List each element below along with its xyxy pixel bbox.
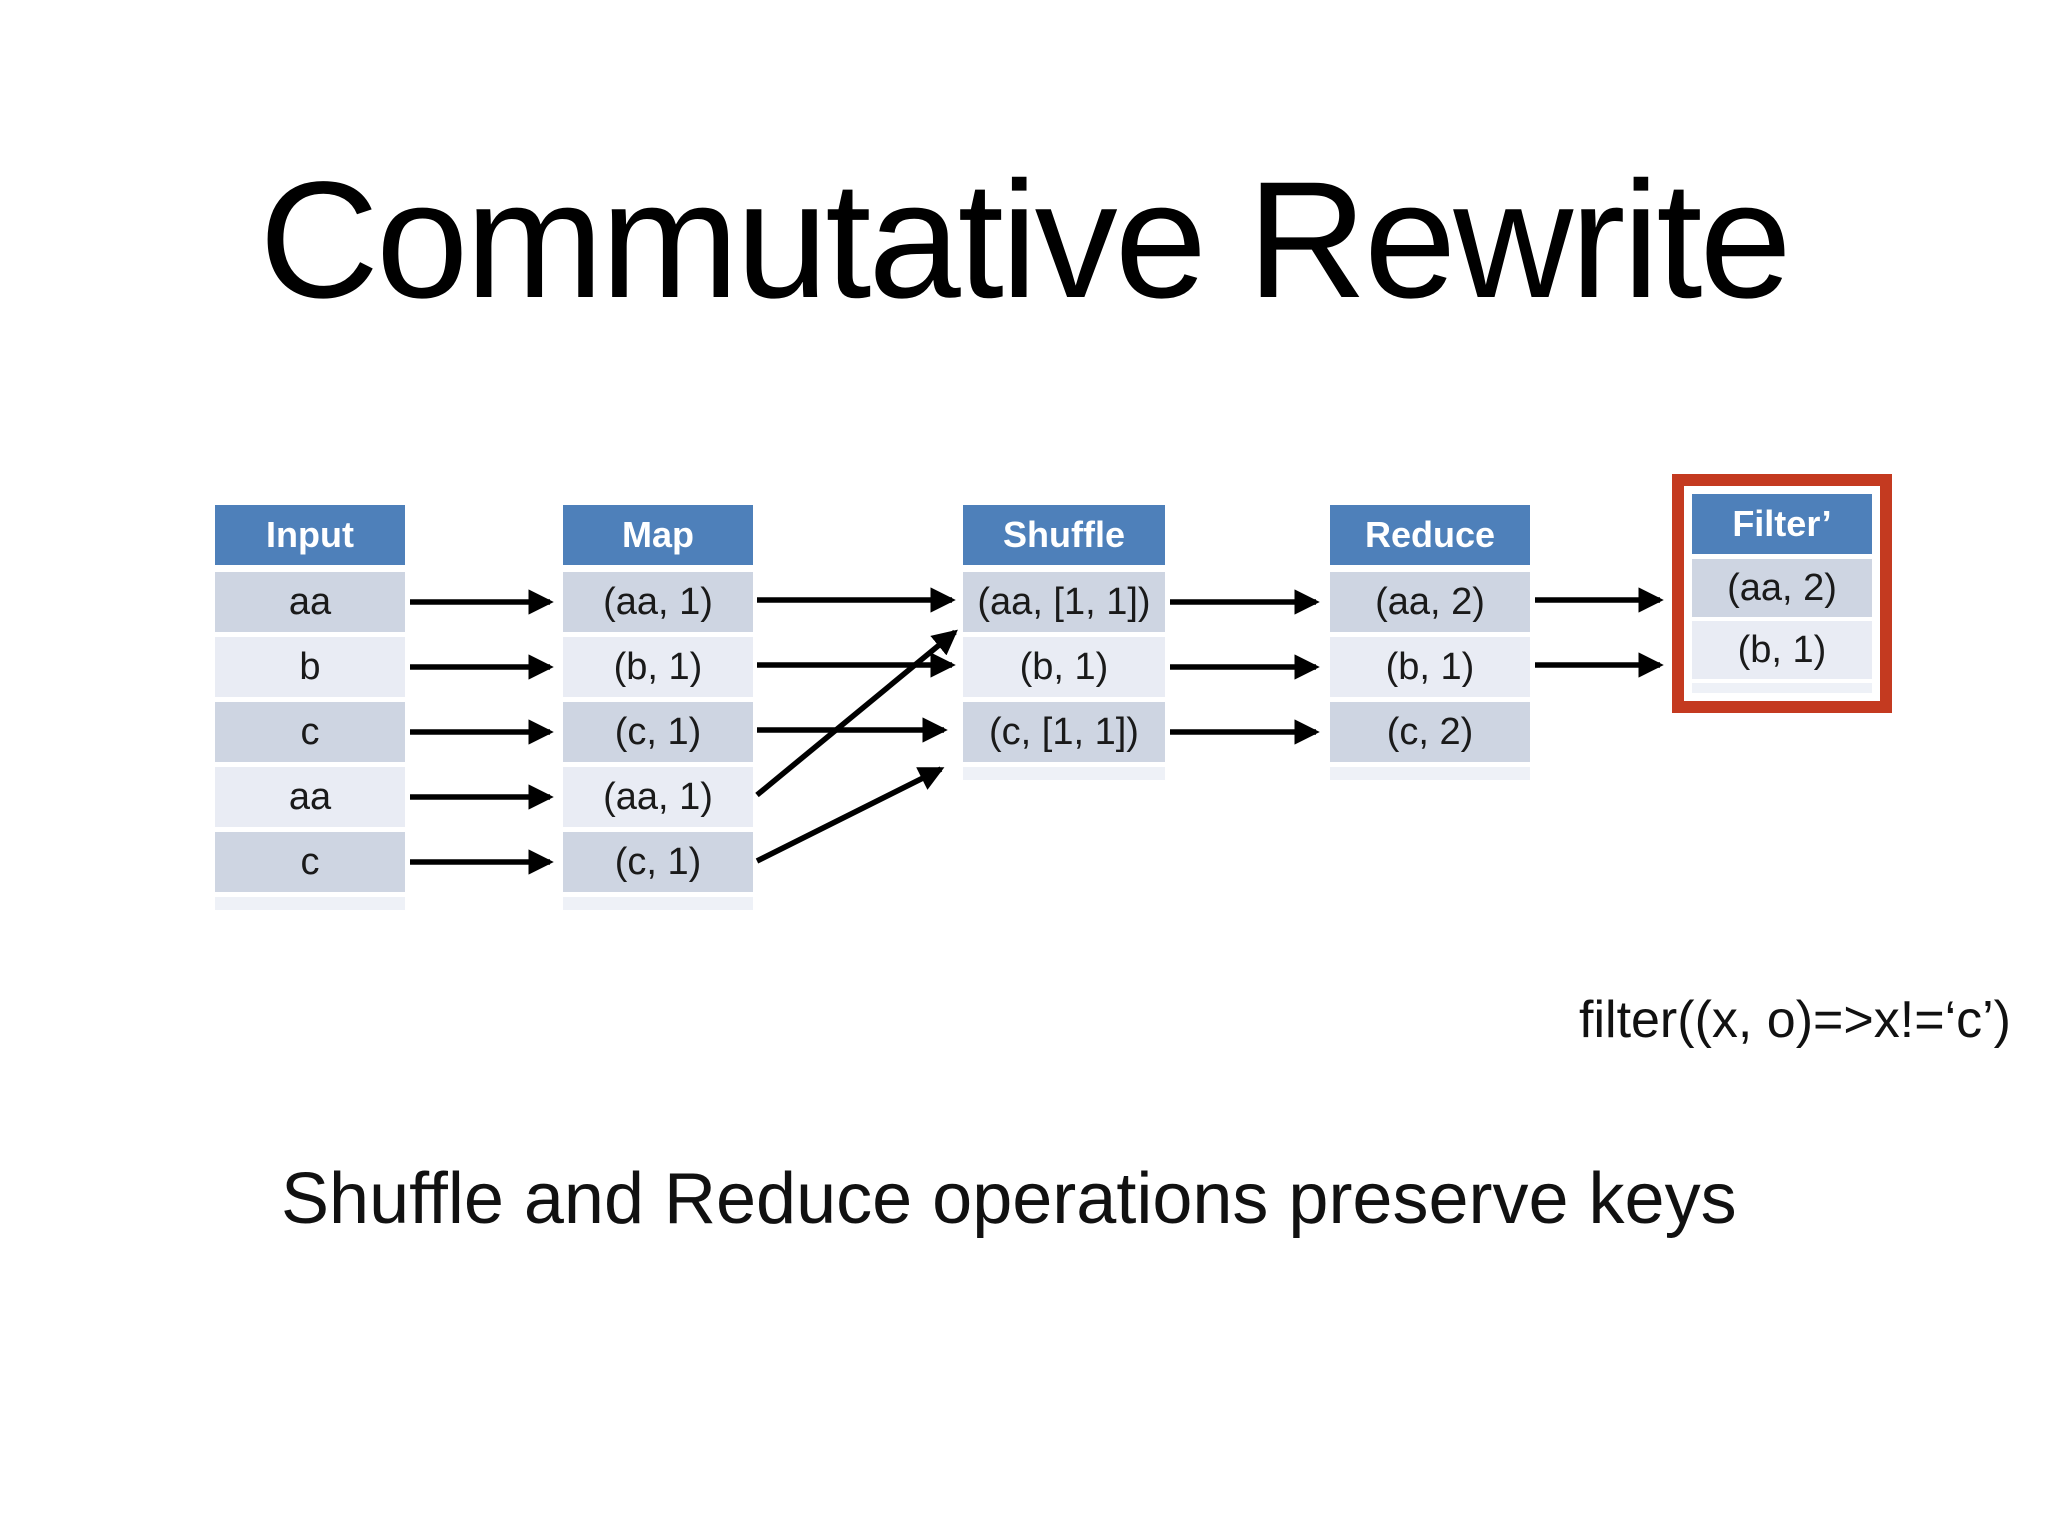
table-footer-strip	[1330, 767, 1530, 780]
table-footer-strip	[563, 897, 753, 910]
flow-arrow	[755, 766, 945, 864]
slide-caption: Shuffle and Reduce operations preserve k…	[281, 1159, 1737, 1239]
reduce-table: Reduce (aa, 2)(b, 1)(c, 2)	[1330, 505, 1530, 780]
table-row: (b, 1)	[1692, 621, 1872, 679]
map-table-body: (aa, 1)(b, 1)(c, 1)(aa, 1)(c, 1)	[563, 572, 753, 892]
input-table-header: Input	[215, 505, 405, 565]
table-footer-strip	[963, 767, 1165, 780]
table-row: c	[215, 702, 405, 762]
table-row: (b, 1)	[963, 637, 1165, 697]
table-row: (b, 1)	[563, 637, 753, 697]
table-row: aa	[215, 767, 405, 827]
table-row: (c, 1)	[563, 832, 753, 892]
table-row: c	[215, 832, 405, 892]
reduce-table-body: (aa, 2)(b, 1)(c, 2)	[1330, 572, 1530, 762]
filter-table: Filter’ (aa, 2)(b, 1)	[1692, 494, 1872, 693]
shuffle-table: Shuffle (aa, [1, 1])(b, 1)(c, [1, 1])	[963, 505, 1165, 780]
shuffle-table-body: (aa, [1, 1])(b, 1)(c, [1, 1])	[963, 572, 1165, 762]
table-row: (aa, 2)	[1692, 559, 1872, 617]
table-row: aa	[215, 572, 405, 632]
table-row: (aa, [1, 1])	[963, 572, 1165, 632]
table-footer-strip	[215, 897, 405, 910]
slide-title: Commutative Rewrite	[259, 148, 1792, 333]
table-row: (c, [1, 1])	[963, 702, 1165, 762]
flow-arrow	[755, 629, 958, 798]
table-row: (aa, 1)	[563, 767, 753, 827]
reduce-table-header: Reduce	[1330, 505, 1530, 565]
map-table: Map (aa, 1)(b, 1)(c, 1)(aa, 1)(c, 1)	[563, 505, 753, 910]
table-row: (c, 2)	[1330, 702, 1530, 762]
shuffle-table-header: Shuffle	[963, 505, 1165, 565]
filter-table-body: (aa, 2)(b, 1)	[1692, 559, 1872, 679]
table-row: (aa, 1)	[563, 572, 753, 632]
table-footer-strip	[1692, 683, 1872, 693]
filter-lambda-label: filter((x, o)=>x!=‘c’)	[1579, 991, 2011, 1049]
map-table-header: Map	[563, 505, 753, 565]
table-row: b	[215, 637, 405, 697]
table-row: (b, 1)	[1330, 637, 1530, 697]
filter-highlight-box: Filter’ (aa, 2)(b, 1)	[1672, 474, 1892, 713]
table-row: (aa, 2)	[1330, 572, 1530, 632]
filter-table-header: Filter’	[1692, 494, 1872, 554]
table-row: (c, 1)	[563, 702, 753, 762]
